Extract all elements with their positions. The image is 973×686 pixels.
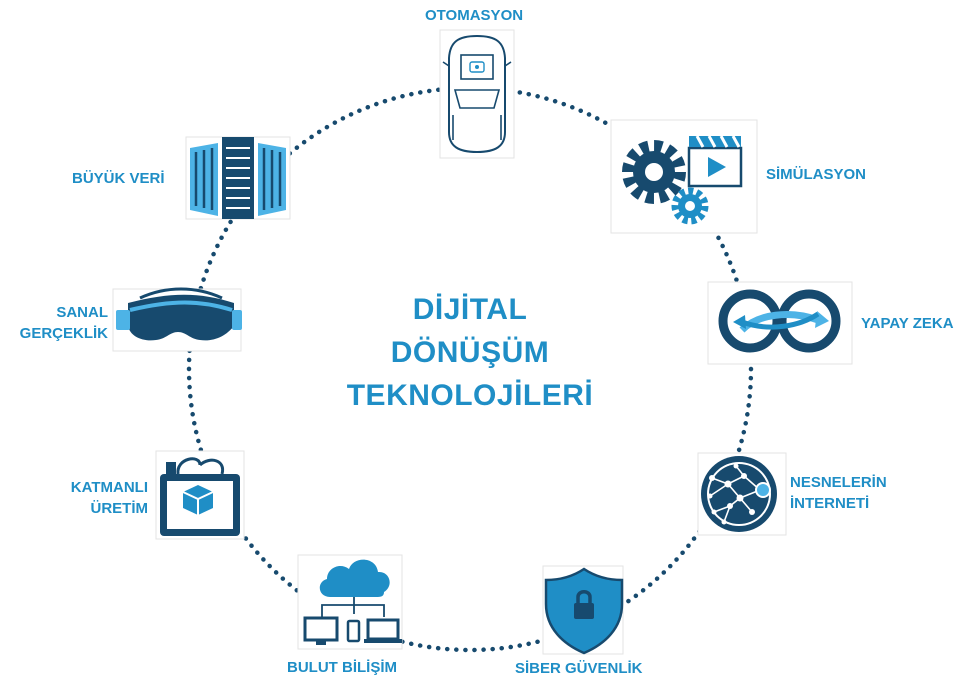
label-katmanli-line1: KATMANLI xyxy=(70,479,148,496)
center-title-line2: DÖNÜŞÜM xyxy=(390,336,550,369)
vr-headset-icon xyxy=(112,287,242,352)
center-title: DİJİTAL DÖNÜŞÜM TEKNOLOJİLERİ xyxy=(300,288,640,417)
label-bulut-bilisim: BULUT BİLİŞİM xyxy=(287,659,397,676)
label-yapay-zeka: YAPAY ZEKA xyxy=(861,315,954,332)
shield-lock-icon xyxy=(542,565,624,655)
label-simulasyon: SİMÜLASYON xyxy=(766,166,867,183)
3d-printer-icon xyxy=(155,450,245,540)
label-sanal-line2: GERÇEKLİK xyxy=(19,325,108,342)
label-katmanli-line2: ÜRETİM xyxy=(90,500,149,517)
autonomous-car-icon xyxy=(439,29,515,159)
server-racks-icon xyxy=(185,136,291,220)
gears-clapperboard-icon xyxy=(610,119,758,234)
network-node-icon xyxy=(697,452,787,536)
label-nesnelerin-line2: İNTERNETİ xyxy=(790,495,870,512)
label-buyuk-veri: BÜYÜK VERİ xyxy=(72,170,165,187)
center-title-line3: TEKNOLOJİLERİ xyxy=(346,379,594,412)
label-otomasyon: OTOMASYON xyxy=(425,7,524,24)
label-nesnelerin-line1: NESNELERİN xyxy=(790,474,887,491)
dotted-ring xyxy=(186,85,754,653)
label-siber-guvenlik: SİBER GÜVENLİK xyxy=(515,660,643,677)
center-title-line1: DİJİTAL xyxy=(412,293,528,326)
label-nesnelerin-interneti: NESNELERİN İNTERNETİ xyxy=(790,472,887,514)
cloud-devices-icon xyxy=(297,554,403,650)
label-katmanli-uretim: KATMANLI ÜRETİM xyxy=(56,477,148,519)
label-sanal-gerceklik: SANAL GERÇEKLİK xyxy=(6,302,108,344)
infinity-loop-icon xyxy=(707,281,853,365)
label-sanal-line1: SANAL xyxy=(56,304,108,321)
